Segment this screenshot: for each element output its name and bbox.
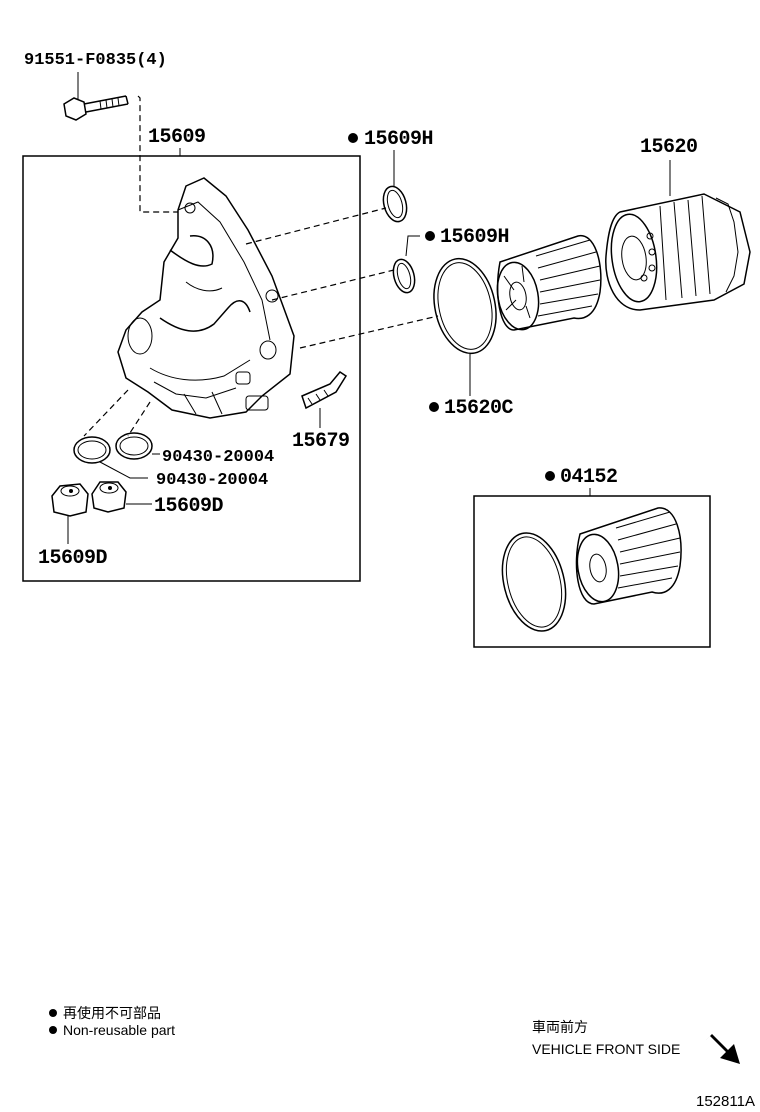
oil-filter-cap-icon: [605, 193, 751, 311]
non-reusable-marker-icon: [425, 231, 435, 241]
part-label-plug-left[interactable]: 15609D: [38, 547, 108, 570]
part-label-gasket-lower[interactable]: 15609H: [440, 226, 510, 249]
direction-en: VEHICLE FRONT SIDE: [532, 1041, 680, 1057]
part-label-cap-oring[interactable]: 15620C: [444, 397, 514, 420]
gasket-lower-icon: [392, 258, 416, 294]
element-kit-box: [473, 495, 711, 648]
part-label-bolt[interactable]: 91551-F0835(4): [24, 51, 167, 70]
gasket-upper-icon: [382, 185, 408, 223]
part-label-cap[interactable]: 15620: [640, 136, 698, 159]
part-label-oring-1[interactable]: 90430-20004: [156, 471, 268, 490]
oil-filter-housing-icon: [117, 177, 295, 419]
element-kit-oring-icon: [501, 532, 567, 632]
oring-1-icon: [73, 436, 111, 464]
bracket-icon: [301, 371, 348, 410]
part-label-plug-right[interactable]: 15609D: [154, 495, 224, 518]
bolt-icon: [63, 95, 129, 121]
arrow-down-right-icon: [706, 1034, 740, 1064]
direction-jp: 車両前方: [532, 1019, 588, 1036]
legend-marker-icon: [49, 1026, 57, 1034]
part-label-housing[interactable]: 15609: [148, 126, 206, 149]
part-label-oring-2[interactable]: 90430-20004: [162, 448, 274, 467]
legend-en: Non-reusable part: [63, 1022, 175, 1038]
non-reusable-marker-icon: [429, 402, 439, 412]
housing-assembly-box: [22, 155, 361, 582]
non-reusable-marker-icon: [545, 471, 555, 481]
figure-code: 152811A: [696, 1093, 755, 1110]
legend-marker-icon: [49, 1009, 57, 1017]
element-kit-filter-icon: [575, 507, 682, 605]
cap-oring-icon: [433, 257, 497, 355]
part-label-bracket[interactable]: 15679: [292, 430, 350, 453]
plug-left-icon: [51, 483, 89, 517]
oring-2-icon: [115, 432, 153, 460]
part-label-element-kit[interactable]: 04152: [560, 466, 618, 489]
part-label-gasket-upper[interactable]: 15609H: [364, 128, 434, 151]
oil-filter-element-icon: [496, 235, 602, 331]
non-reusable-marker-icon: [348, 133, 358, 143]
legend-jp: 再使用不可部品: [63, 1005, 161, 1022]
plug-right-icon: [91, 481, 127, 513]
